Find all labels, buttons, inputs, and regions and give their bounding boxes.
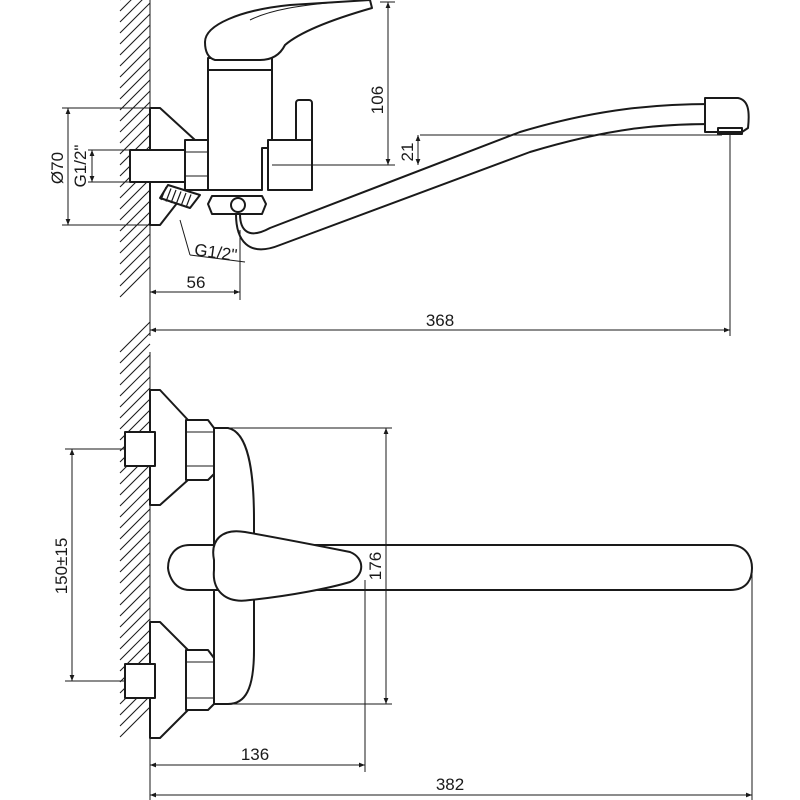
lever-handle-top (212, 530, 363, 602)
hatch-line (119, 90, 151, 122)
hatch-line (119, 200, 151, 232)
thread-line (175, 191, 182, 205)
upper-inlet-top (124, 389, 215, 506)
dim-106: 106 (368, 86, 387, 114)
hatch-line (119, 79, 151, 111)
aerator-side (704, 97, 750, 133)
dim-g12-outlet: G1/2" (193, 240, 238, 265)
hatch-line (119, 321, 151, 353)
spout-nut-side (207, 195, 267, 215)
thread-line (170, 189, 177, 204)
dimensions-side (62, 1, 731, 336)
inlet-pipe-side (129, 149, 191, 183)
hatch-line (119, 211, 151, 243)
hatch-line (119, 189, 151, 221)
hatch-line (119, 398, 151, 430)
hatch-line (119, 574, 151, 606)
dim-150-15: 150±15 (52, 538, 71, 595)
thread-line (185, 194, 192, 208)
side-view: 106 21 Ø70 G1/2" G1/2" 56 368 (48, 0, 750, 336)
dimensions-top (65, 427, 753, 800)
hatch-line (119, 2, 151, 34)
lever-handle-side (204, 0, 373, 61)
dim-176: 176 (366, 552, 385, 580)
hatch-line (119, 255, 151, 287)
dim-56: 56 (187, 273, 206, 292)
hatch-line (119, 629, 151, 661)
hatch-line (119, 519, 151, 551)
hatch-line (119, 68, 151, 100)
hatch-line (119, 464, 151, 496)
hatch-line (119, 266, 151, 298)
hatch-line (119, 475, 151, 507)
thread-line (180, 192, 187, 207)
dim-368: 368 (426, 311, 454, 330)
hatch-line (119, 607, 151, 639)
dim-382: 382 (436, 775, 464, 794)
hatch-line (119, 46, 151, 78)
hatch-line (119, 112, 151, 144)
hatch-line (119, 332, 151, 364)
hatch-line (119, 57, 151, 89)
hatch-line (119, 244, 151, 276)
hatch-line (119, 497, 151, 529)
thread-line (160, 186, 167, 201)
hatch-line (119, 24, 151, 56)
dim-diameter-70: Ø70 (48, 152, 67, 184)
hatch-line (119, 552, 151, 584)
hatch-line (119, 486, 151, 518)
hatch-line (119, 101, 151, 133)
hatch-line (119, 706, 151, 738)
lower-inlet-top (124, 621, 215, 739)
hatch-line (119, 530, 151, 562)
hatch-line (119, 354, 151, 386)
hatch-line (119, 585, 151, 617)
hatch-line (119, 541, 151, 573)
thread-line (165, 188, 172, 202)
hatch-line (119, 343, 151, 375)
hatch-line (119, 123, 151, 155)
top-view: 150±15 176 136 382 (52, 321, 753, 800)
dim-21: 21 (398, 143, 417, 162)
mixer-body-side (207, 57, 273, 191)
hatch-line (119, 0, 132, 12)
hatch-line (119, 35, 151, 67)
hatch-line (119, 13, 151, 45)
hatch-line (119, 695, 151, 727)
threaded-outlet-side (159, 184, 201, 209)
dim-g12-inlet: G1/2" (71, 145, 90, 188)
hatch-line (119, 365, 151, 397)
hatch-line (119, 178, 151, 210)
hatch-line (119, 233, 151, 265)
hatch-line (119, 222, 151, 254)
hatch-line (119, 376, 151, 408)
hatch-line (119, 563, 151, 595)
dim-136: 136 (241, 745, 269, 764)
hatch-line (119, 508, 151, 540)
hatch-line (119, 0, 143, 23)
hatch-line (119, 387, 151, 419)
hatch-line (119, 596, 151, 628)
hatch-line (119, 618, 151, 650)
